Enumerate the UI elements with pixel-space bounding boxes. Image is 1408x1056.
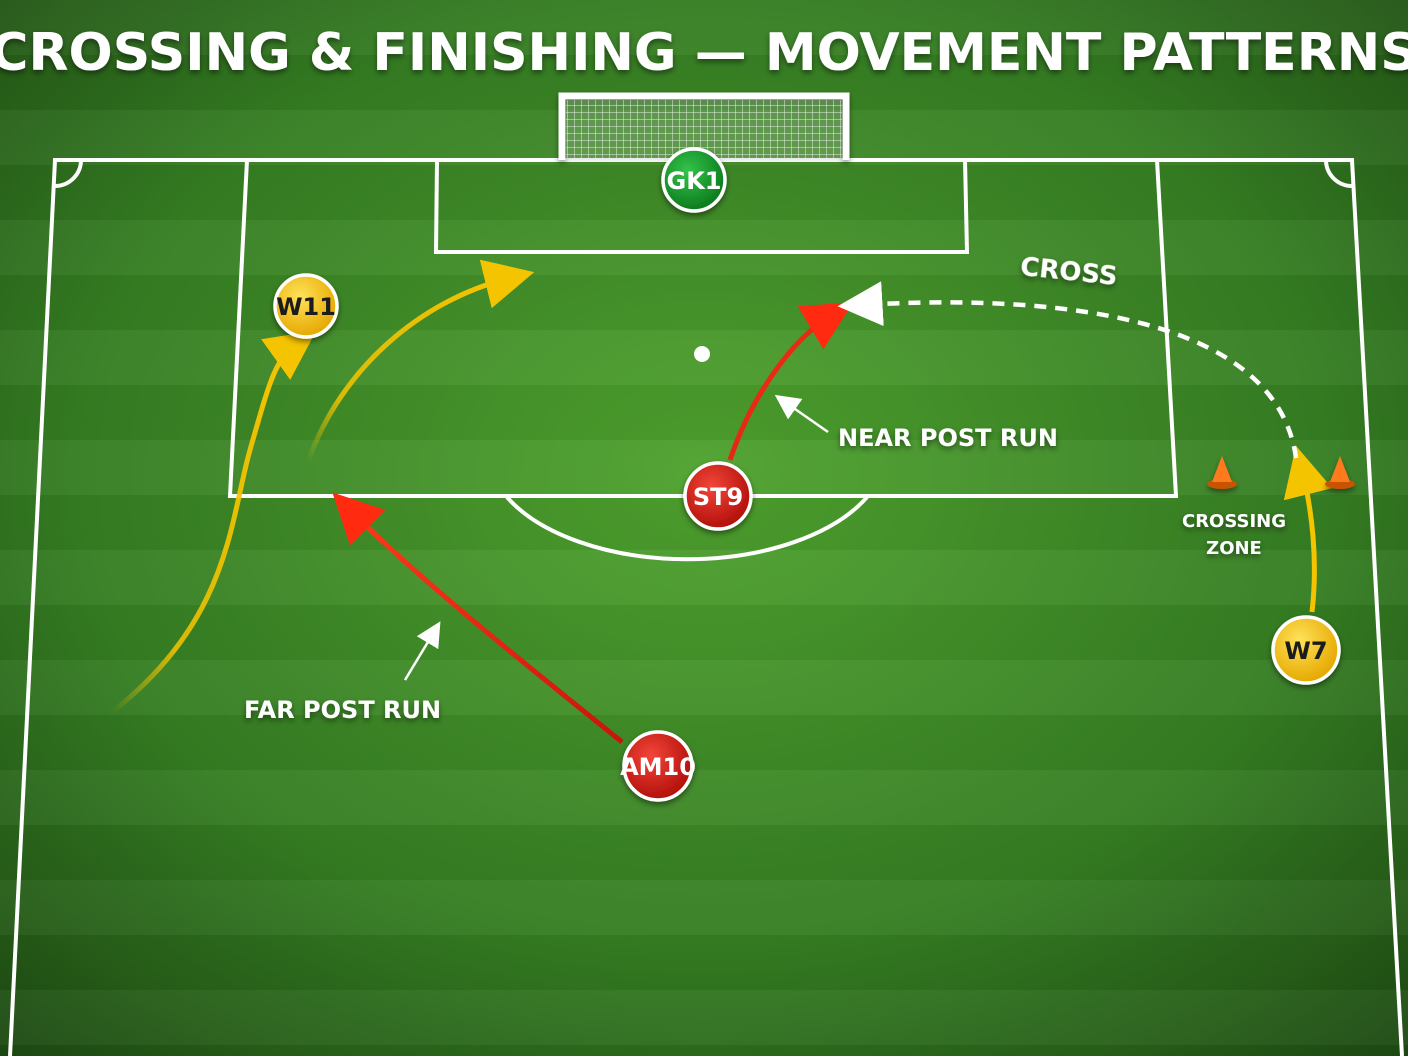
player-label-w11: W11: [276, 293, 336, 321]
corner-arc-left: [54, 159, 83, 188]
penalty-arc: [504, 494, 870, 562]
player-token-w11[interactable]: W11: [273, 273, 339, 339]
w7-run-arrow: [1283, 445, 1333, 613]
corner-arc-right: [1324, 159, 1353, 188]
player-token-gk1[interactable]: GK1: [661, 147, 727, 213]
diagram-title: CROSSING & FINISHING — MOVEMENT PATTERNS: [0, 23, 1408, 83]
near-post-pointer: [774, 394, 829, 434]
penalty-spot: [694, 346, 710, 362]
player-token-am10[interactable]: AM10: [620, 730, 696, 802]
player-label-am10: AM10: [620, 753, 696, 781]
st9-run-arrow: [727, 302, 854, 461]
movement-arrows: [110, 259, 1333, 744]
cross-arrow: [837, 281, 1299, 459]
player-label-w7: W7: [1284, 637, 1327, 665]
six-yard-box: [433, 159, 970, 254]
player-token-st9[interactable]: ST9: [683, 461, 753, 531]
crossing-zone-label-line2: ZONE: [1206, 538, 1262, 559]
w11-run-arrow: [110, 330, 317, 714]
crossing-zone-label-line1: CROSSING: [1182, 511, 1286, 532]
far-post-curl-arrow: [305, 259, 535, 463]
player-token-w7[interactable]: W7: [1271, 615, 1341, 685]
near-post-run-label: NEAR POST RUN: [838, 424, 1058, 452]
player-label-gk1: GK1: [667, 167, 722, 195]
far-post-run-label: FAR POST RUN: [244, 696, 441, 724]
goal-net-icon: [558, 92, 850, 160]
far-post-pointer: [403, 621, 441, 681]
cone-icon: [1207, 456, 1237, 489]
am10-run-arrow: [332, 492, 624, 744]
cone-icon: [1325, 456, 1355, 489]
player-label-st9: ST9: [693, 483, 743, 511]
